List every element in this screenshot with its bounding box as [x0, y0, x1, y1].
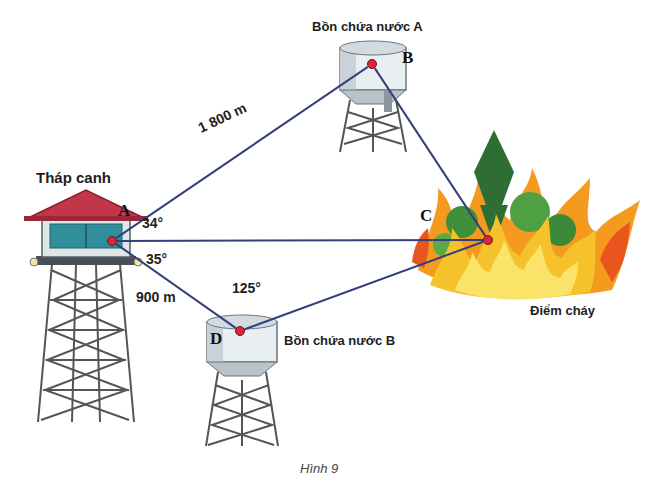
point-marker: C: [483, 235, 493, 245]
place-name: Điểm cháy: [530, 304, 595, 318]
distance-line: [375, 68, 485, 236]
figure-caption: Hình 9: [300, 462, 338, 476]
place-name: Bồn chứa nước A: [312, 20, 423, 34]
point-marker: B: [367, 59, 377, 69]
point-marker: D: [235, 326, 245, 336]
angle-label: 125°: [232, 281, 261, 296]
watchtower: [38, 264, 134, 422]
angle-label: 35°: [146, 252, 167, 267]
tower-window: [50, 224, 122, 248]
point-label: B: [402, 48, 413, 68]
fire: [412, 130, 640, 300]
water-tank: [206, 372, 278, 446]
point-label: C: [420, 206, 432, 226]
place-name: Bồn chứa nước B: [284, 334, 395, 348]
distance-line: [245, 242, 484, 330]
tank-top: [340, 41, 406, 55]
tower-name: Tháp canh: [36, 170, 111, 187]
point-marker: A: [107, 236, 117, 246]
distance-line: [117, 239, 483, 242]
distance-label: 1 800 m: [196, 100, 249, 136]
distance-label: 900 m: [136, 290, 176, 305]
distance-line: [116, 244, 236, 328]
distance-line: [116, 67, 368, 238]
angle-label: 34°: [142, 216, 163, 231]
point-label: D: [210, 329, 222, 349]
point-label: A: [118, 201, 130, 221]
tank-body: [207, 322, 277, 362]
tank-bottom: [207, 362, 277, 376]
water-tank: [340, 100, 406, 152]
